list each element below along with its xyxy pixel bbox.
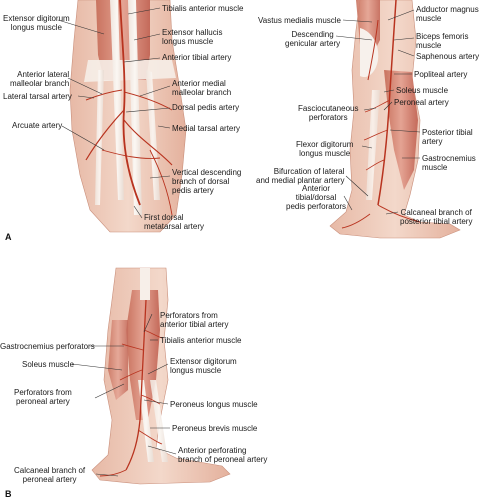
panel-b-letter: B (5, 489, 12, 499)
label-gastrocnemius-muscle: Gastrocnemius muscle (422, 154, 476, 172)
label-peroneal-artery: Peroneal artery (394, 98, 449, 107)
label-biceps-femoris: Biceps femoris muscle (416, 32, 469, 50)
label-descending-genicular: Descending genicular artery (285, 30, 341, 48)
label-extensor-digitorum-b: Extensor digitorum longus muscle (170, 357, 237, 375)
label-anterior-tibial-artery: Anterior tibial artery (162, 53, 232, 62)
label-anterior-tibial-dorsal-perforators: Anterior tibial/dorsal pedis perforators (286, 184, 347, 211)
label-calcaneal-posterior-tibial: Calcaneal branch of posterior tibial art… (400, 208, 473, 226)
label-posterior-tibial-artery: Posterior tibial artery (422, 128, 473, 146)
leader-lines (57, 7, 421, 477)
label-anterior-medial-malleolar: Anterior medial malleolar branch (172, 79, 232, 97)
label-calcaneal-peroneal: Calcaneal branch of peroneal artery (14, 466, 86, 484)
label-popliteal-artery: Popliteal artery (414, 70, 468, 79)
panel-a-letter: A (5, 232, 12, 242)
label-soleus-muscle: Soleus muscle (396, 86, 449, 95)
label-tibialis-anterior-b: Tibialis anterior muscle (160, 336, 242, 345)
panel-b-leg (91, 267, 231, 485)
label-bifurcation-plantar: Bifurcation of lateral and medial planta… (256, 167, 345, 185)
label-anterior-perforating-branch: Anterior perforating branch of peroneal … (178, 446, 268, 464)
label-extensor-digitorum-longus: Extensor digitorum longus muscle (3, 14, 70, 32)
label-perforators-peroneal: Perforators from peroneal artery (14, 388, 72, 406)
label-saphenous-artery: Saphenous artery (416, 52, 480, 61)
label-gastrocnemius-perforators: Gastrocnemius perforators (0, 342, 95, 351)
panel-a-right-leg (329, 0, 461, 239)
label-vastus-medialis: Vastus medialis muscle (258, 16, 341, 25)
label-arcuate-artery: Arcuate artery (12, 121, 63, 130)
label-perforators-anterior-tibial: Perforators from anterior tibial artery (160, 311, 229, 329)
label-peroneus-longus: Peroneus longus muscle (170, 400, 258, 409)
label-peroneus-brevis: Peroneus brevis muscle (172, 424, 258, 433)
label-extensor-hallucis-longus: Extensor hallucis longus muscle (162, 28, 223, 46)
label-fasciocutaneous-perforators: Fasciocutaneous perforators (298, 104, 359, 122)
label-vertical-descending-branch: Vertical descending branch of dorsal ped… (172, 168, 242, 195)
label-lateral-tarsal-artery: Lateral tarsal artery (3, 92, 72, 101)
label-soleus-muscle-b: Soleus muscle (22, 360, 75, 369)
label-dorsal-pedis-artery: Dorsal pedis artery (172, 103, 240, 112)
label-medial-tarsal-artery: Medial tarsal artery (172, 124, 241, 133)
label-anterior-lateral-malleolar: Anterior lateral malleolar branch (10, 70, 70, 88)
label-flexor-digitorum-longus: Flexor digitorum longus muscle (296, 140, 354, 158)
label-first-dorsal-metatarsal: First dorsal metatarsal artery (144, 213, 205, 231)
label-tibialis-anterior: Tibialis anterior muscle (162, 4, 244, 13)
panel-a-left-foot (69, 0, 187, 233)
label-adductor-magnus: Adductor magnus muscle (416, 5, 479, 23)
